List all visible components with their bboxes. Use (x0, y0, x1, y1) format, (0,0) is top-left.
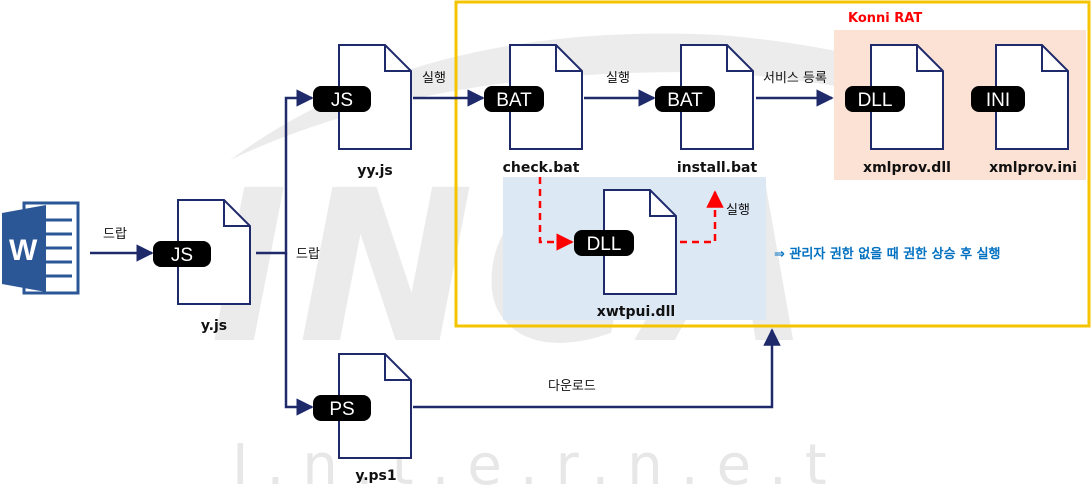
file-name: yy.js (357, 163, 392, 179)
file-badge (313, 86, 371, 112)
file-name: install.bat (677, 160, 758, 176)
privilege-note: ⇒ 관리자 권한 없을 때 권한 상승 후 실행 (774, 246, 1001, 262)
file-badge-label: DLL (587, 234, 622, 255)
word-document-icon: W (2, 201, 80, 295)
file-name: y.js (201, 318, 227, 334)
arrows (90, 89, 834, 416)
file-badge (655, 86, 715, 112)
file-name: y.ps1 (355, 468, 396, 484)
konni-rat-box (454, 0, 1091, 328)
file-yps1: PS y.ps1 (313, 353, 412, 484)
svg-text:W: W (9, 234, 38, 267)
arrow-yps1-to-box (413, 328, 781, 409)
file-badge (971, 86, 1025, 112)
file-name: xwtpui.dll (597, 304, 675, 320)
edge-label-download: 다운로드 (548, 379, 596, 394)
file-xmlprov-ini: INI xmlprov.ini (971, 44, 1077, 176)
file-badge-label: BAT (667, 90, 703, 111)
file-name: xmlprov.ini (989, 160, 1077, 176)
arrow-yjs-to-yps1 (284, 253, 314, 416)
file-xmlprov-dll: DLL xmlprov.dll (845, 44, 951, 176)
file-badge-label: DLL (858, 90, 893, 111)
file-name: check.bat (503, 160, 580, 176)
file-yjs: JS y.js (153, 199, 251, 334)
file-badge-label: JS (331, 90, 353, 111)
edge-label-yyjs-check: 실행 (422, 70, 446, 86)
file-xwtpui-dll: DLL xwtpui.dll (574, 189, 677, 320)
file-install-bat: BAT install.bat (655, 44, 758, 176)
edge-label-xwtpui-install: 실행 (726, 202, 750, 218)
file-badge (845, 86, 905, 112)
konni-title: Konni RAT (848, 11, 922, 26)
file-badge-label: BAT (496, 90, 532, 111)
file-badge (313, 395, 371, 421)
file-badge (153, 241, 211, 267)
file-check-bat: BAT check.bat (484, 44, 583, 176)
file-badge (484, 86, 544, 112)
file-badge-label: JS (171, 245, 193, 266)
file-badge-label: INI (986, 90, 1010, 111)
dashed-arrows (538, 177, 724, 251)
edge-label-install-dll: 서비스 등록 (763, 71, 827, 86)
edge-label-word-yjs: 드랍 (103, 227, 127, 242)
arrow-yjs-to-yyjs (256, 89, 314, 255)
file-yyjs: JS yy.js (313, 44, 412, 179)
edge-label-yjs-branch: 드랍 (296, 247, 320, 262)
file-name: xmlprov.dll (863, 160, 951, 176)
file-badge-label: PS (329, 399, 354, 420)
file-badge (574, 230, 634, 256)
edge-label-check-install: 실행 (606, 70, 630, 86)
arrow-check-to-xwtpui (538, 177, 574, 251)
watermark-text: I.n.t.e.r.n.e.t (232, 433, 845, 493)
